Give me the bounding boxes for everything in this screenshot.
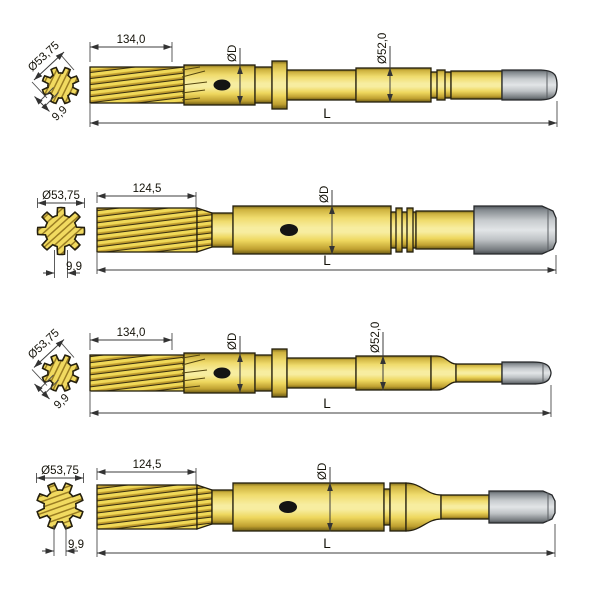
neck <box>211 212 234 248</box>
thread-tip <box>488 490 556 524</box>
spline-section <box>96 207 198 253</box>
spline-length-label: 124,5 <box>133 459 162 471</box>
shaft-diameter-label: Ø52,0 <box>370 322 382 353</box>
thread-neck <box>415 210 475 250</box>
drawing-2: Ø53,75 9,9 124,5 ØD <box>36 183 557 278</box>
side-view-3: 134,0 ØD Ø52,0 L <box>89 322 552 417</box>
drawing-3: Ø53,75 9,9 <box>26 322 552 417</box>
side-view-1: 134,0 ØD Ø52,0 L <box>89 33 558 127</box>
spline-runout <box>181 66 208 101</box>
spline-width-label: 9,9 <box>68 539 84 551</box>
thread-neck <box>455 363 503 383</box>
relief-band <box>254 66 273 104</box>
spline-length-label: 134,0 <box>117 34 146 46</box>
body-diameter-label: ØD <box>319 186 331 203</box>
body-diameter-label: ØD <box>227 45 239 62</box>
total-length-label: L <box>323 536 331 551</box>
collar <box>271 348 288 398</box>
flushing-hole <box>213 79 231 91</box>
neck <box>211 489 234 525</box>
thread-tip <box>473 205 557 255</box>
total-length-label: L <box>323 253 331 268</box>
total-length-label: L <box>323 106 331 121</box>
groove-ring <box>406 207 414 253</box>
groove-ring <box>395 207 403 253</box>
groove <box>383 488 391 526</box>
spline-cross-section <box>36 206 86 256</box>
spline-length-label: 124,5 <box>133 183 162 195</box>
end-view-diameter-label: Ø53,75 <box>41 465 79 477</box>
spline-section <box>89 354 185 392</box>
flushing-hole <box>279 501 297 513</box>
shaft <box>286 69 357 101</box>
spline-width-label: 9,9 <box>66 261 82 273</box>
shank-body <box>232 205 392 255</box>
thread-neck <box>450 70 503 100</box>
collar <box>271 60 288 110</box>
flushing-hole <box>280 224 298 236</box>
side-view-2: 124,5 ØD L <box>96 183 557 274</box>
total-length-label: L <box>323 396 331 411</box>
side-view-4: 124,5 ØD L <box>96 459 556 557</box>
spline-section <box>96 484 198 530</box>
thread-neck <box>440 494 490 520</box>
spline-runout <box>196 484 213 530</box>
shaft-52 <box>355 355 432 391</box>
end-view-2: Ø53,75 9,9 <box>36 190 86 278</box>
end-view-4: Ø53,75 9,9 <box>28 465 92 556</box>
shaft-diameter-label: Ø52,0 <box>377 33 389 64</box>
thread-tip <box>501 69 558 101</box>
body-diameter-label: ØD <box>227 333 239 350</box>
end-view-diameter-label: Ø53,75 <box>42 190 80 202</box>
spline-runout <box>181 354 208 389</box>
thread-tip <box>501 361 552 385</box>
drawing-4: Ø53,75 9,9 124,5 ØD <box>28 459 556 557</box>
spline-length-label: 134,0 <box>117 327 146 339</box>
flushing-hole <box>213 367 231 379</box>
body-diameter-label: ØD <box>317 463 329 480</box>
relief-band <box>254 354 273 392</box>
spline-runout <box>196 207 213 253</box>
groove-ring <box>436 69 446 101</box>
shank-body <box>232 482 385 532</box>
shaft <box>286 357 357 389</box>
shaft-52 <box>355 67 432 103</box>
spline-section <box>89 66 185 104</box>
groove-ring <box>389 482 407 532</box>
